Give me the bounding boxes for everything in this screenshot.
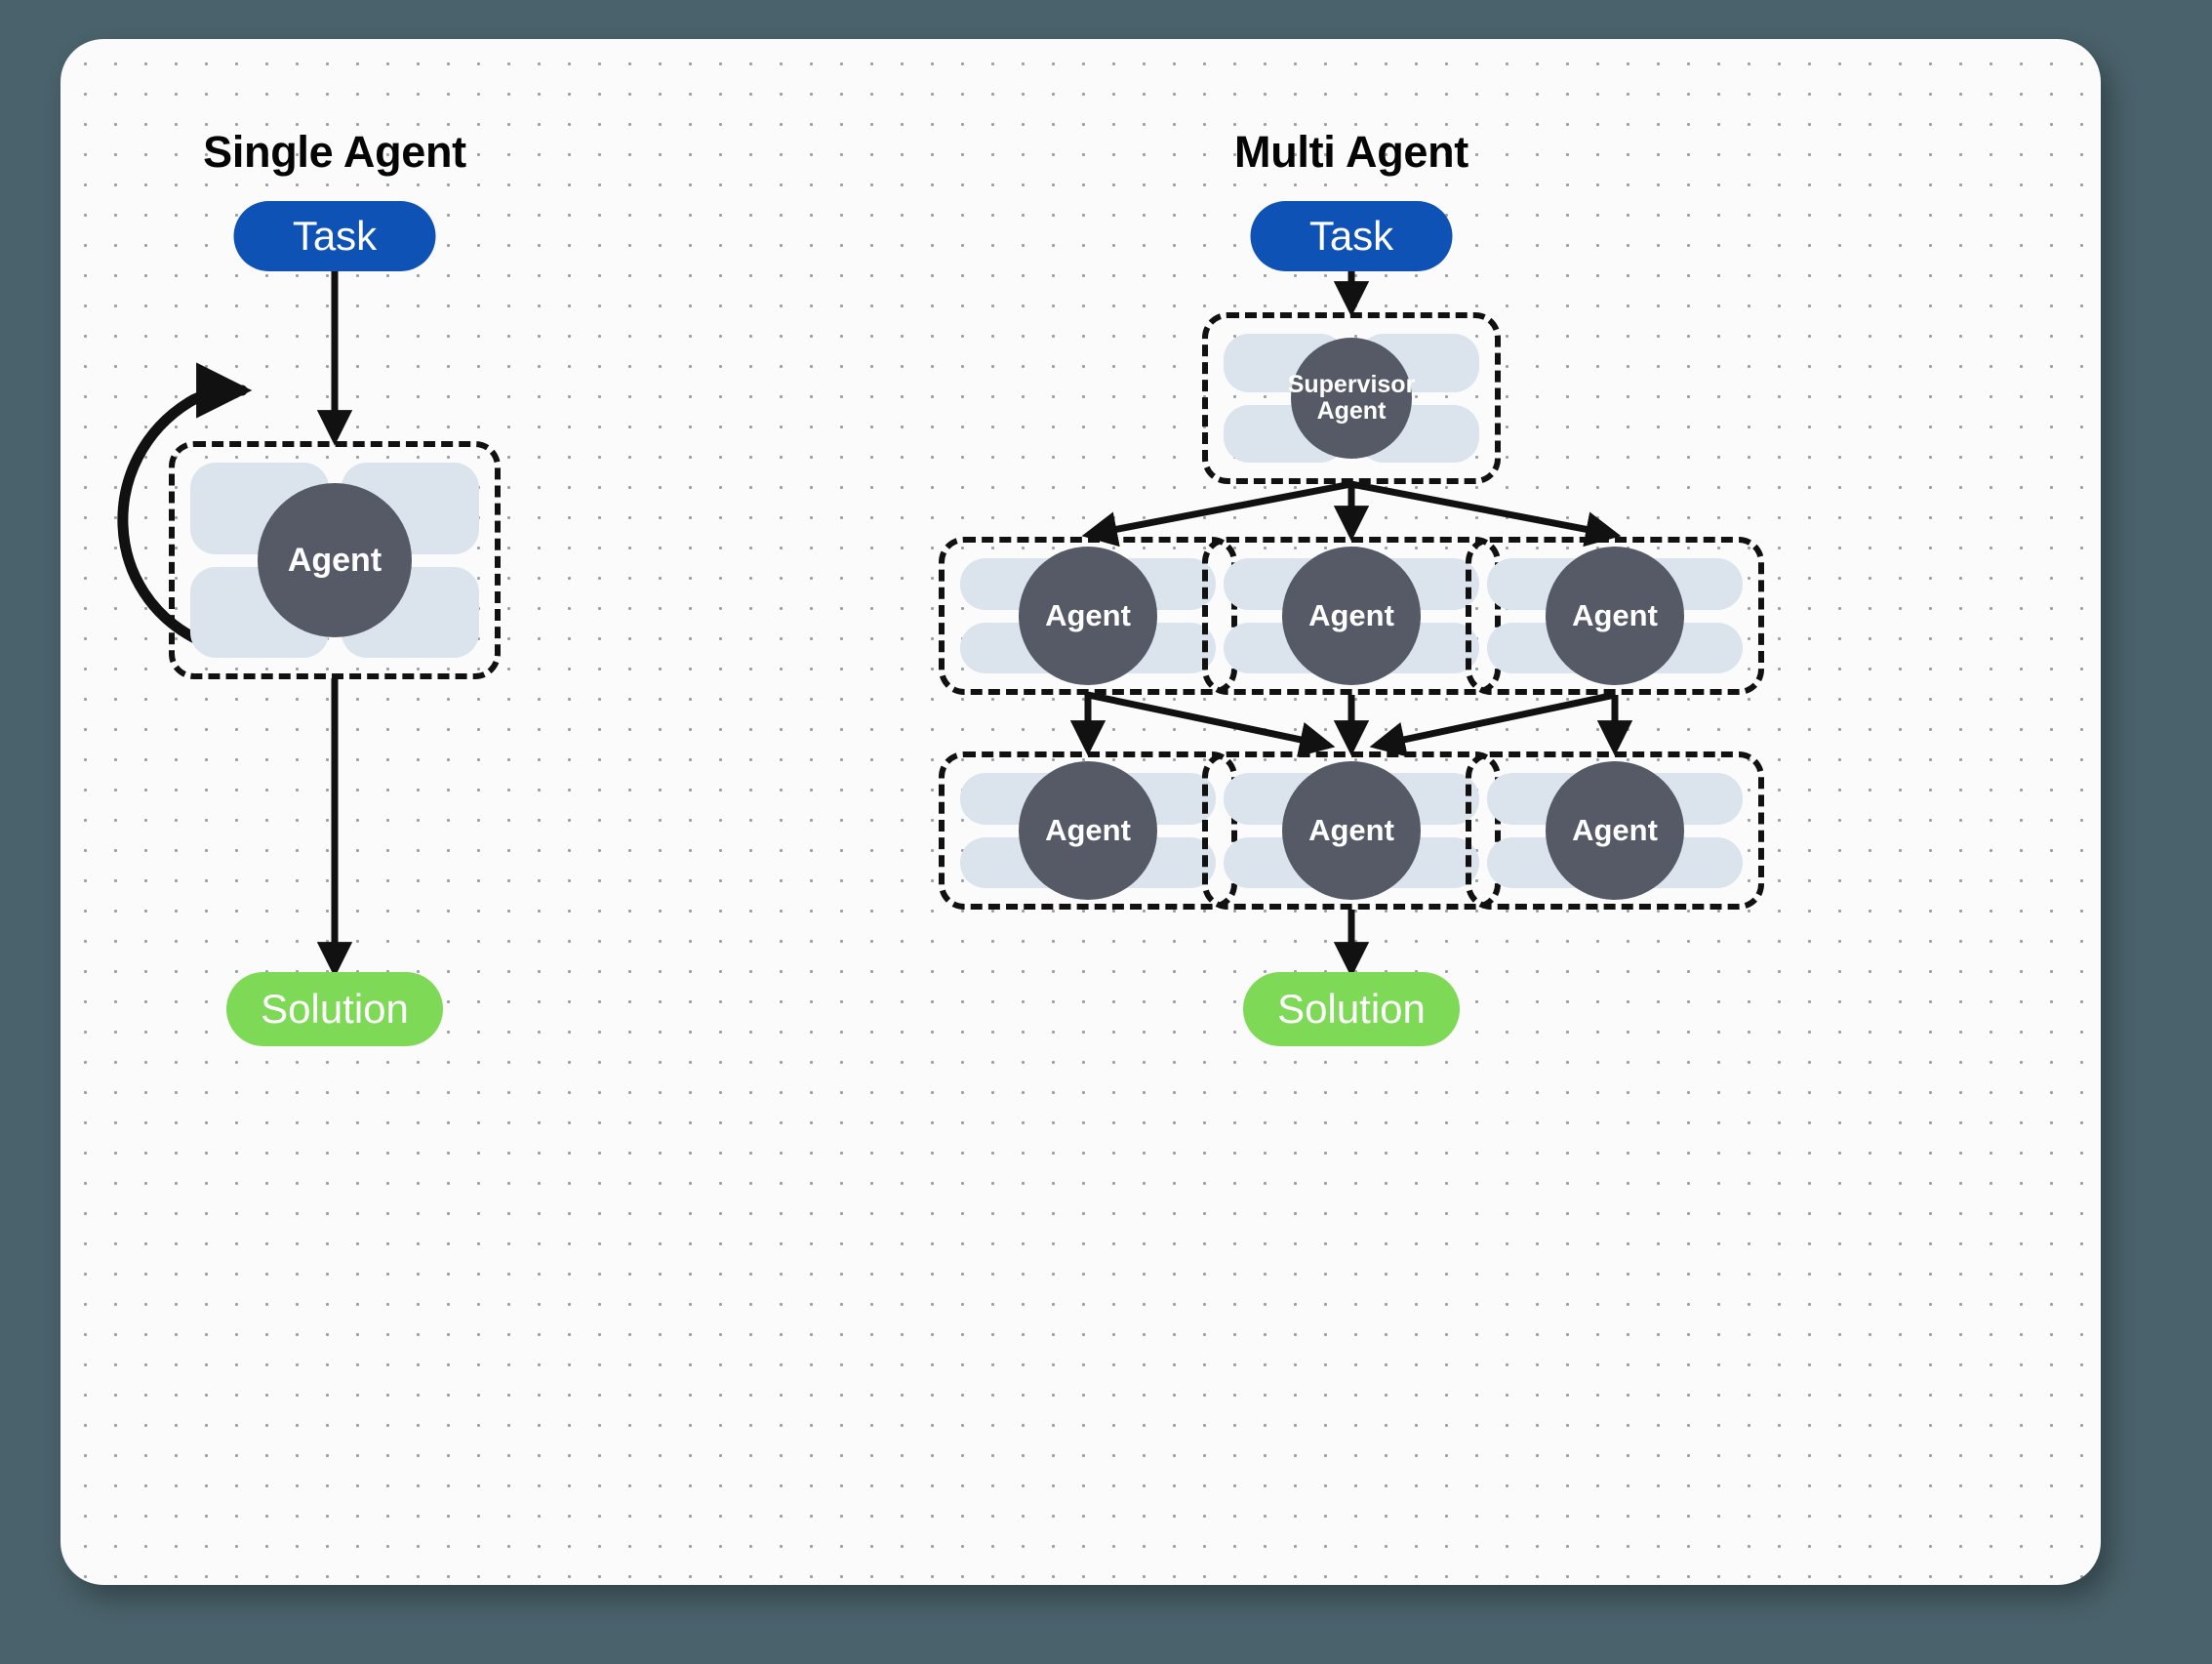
multi-agent-node-r3c2[interactable]: Agent: [1202, 751, 1501, 910]
agent-core-label: Agent: [258, 483, 412, 637]
wire-supervisor-to-agent-r2c1: [1081, 480, 1352, 548]
multi-agent-node-r2c1[interactable]: Agent: [939, 537, 1237, 695]
supervisor-label-line-2: Agent: [1316, 397, 1387, 425]
agent-core-label: Agent: [1019, 761, 1157, 900]
agent-core-label: Agent: [1019, 547, 1157, 685]
multi-solution-node[interactable]: Solution: [1243, 972, 1460, 1046]
multi-agent-node-r2c3[interactable]: Agent: [1466, 537, 1764, 695]
supervisor-core-label: Supervisor Agent: [1288, 338, 1415, 459]
single-solution-node[interactable]: Solution: [226, 972, 443, 1046]
agent-core-label: Agent: [1546, 761, 1684, 900]
multi-agent-title: Multi Agent: [1234, 127, 1468, 177]
multi-agent-node-r3c1[interactable]: Agent: [939, 751, 1237, 910]
agent-core-label: Agent: [1282, 761, 1421, 900]
single-agent-node[interactable]: Agent: [169, 441, 501, 679]
multi-agent-node-r2c2[interactable]: Agent: [1202, 537, 1501, 695]
single-agent-title: Single Agent: [203, 127, 466, 177]
agent-core-label: Agent: [1546, 547, 1684, 685]
wire-agent-r2c3-to-r3c2: [1369, 691, 1616, 757]
wire-supervisor-to-agent-r2c3: [1350, 480, 1622, 548]
supervisor-agent-node[interactable]: Supervisor Agent: [1202, 312, 1501, 484]
wire-agent-r2c1-to-r3c2: [1087, 691, 1336, 757]
multi-task-node[interactable]: Task: [1250, 201, 1453, 271]
agent-core-label: Agent: [1282, 547, 1421, 685]
diagram-card: Single Agent Task Agent Solution Multi A…: [60, 39, 2101, 1585]
single-task-node[interactable]: Task: [233, 201, 436, 271]
supervisor-label-line-1: Supervisor: [1287, 371, 1416, 398]
multi-agent-node-r3c3[interactable]: Agent: [1466, 751, 1764, 910]
